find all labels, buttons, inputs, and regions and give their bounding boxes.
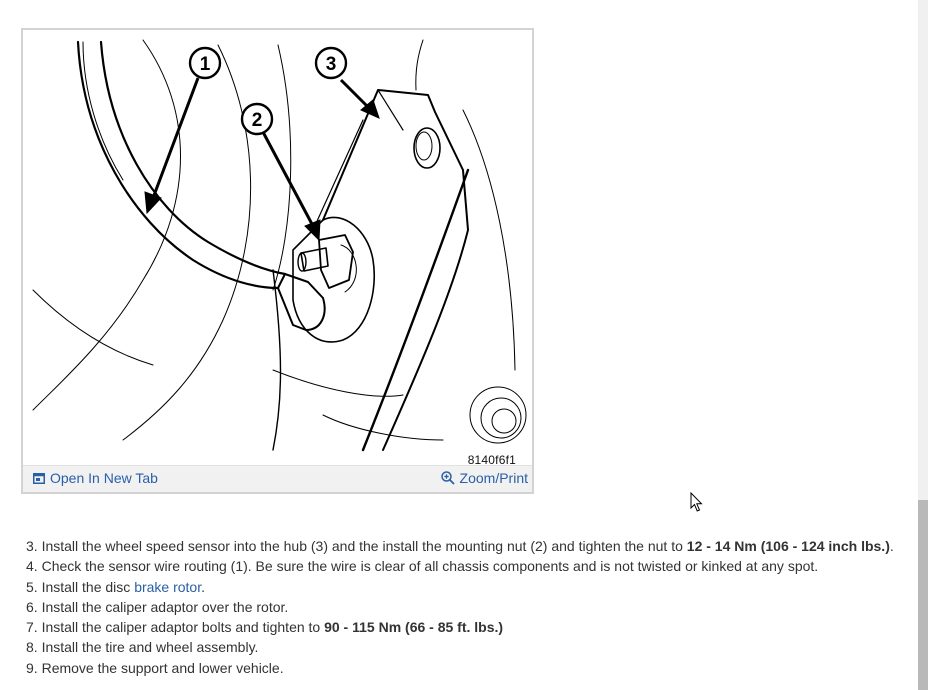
open-in-new-tab-link[interactable]: Open In New Tab (33, 470, 158, 486)
step-number: 9. (26, 659, 38, 676)
svg-text:1: 1 (200, 54, 211, 75)
step-number: 7. (26, 619, 38, 636)
callout-3: 3 (314, 46, 348, 80)
step-text: Install the caliper adaptor over the rot… (41, 598, 289, 615)
brake-rotor-link[interactable]: brake rotor (134, 578, 202, 595)
instruction-steps: 3. Install the wheel speed sensor into t… (26, 536, 894, 678)
figure-code: 8140f6f1 (467, 453, 516, 467)
step-text: Check the sensor wire routing (1). Be su… (41, 558, 819, 575)
step-number: 5. (26, 578, 38, 595)
zoom-in-icon (440, 471, 455, 485)
step-text: Install the wheel speed sensor into the … (41, 538, 687, 554)
step-item: 7. Install the caliper adaptor bolts and… (26, 617, 894, 637)
step-item: 5. Install the disc brake rotor. (26, 577, 894, 597)
scrollbar-track[interactable] (918, 0, 928, 690)
step-number: 3. (26, 538, 38, 554)
open-new-tab-icon (33, 472, 45, 484)
step-text: Remove the support and lower vehicle. (41, 659, 284, 676)
mouse-pointer-icon (690, 491, 704, 518)
step-item: 8. Install the tire and wheel assembly. (26, 637, 894, 657)
step-item: 4. Check the sensor wire routing (1). Be… (26, 556, 894, 576)
step-number: 6. (26, 598, 38, 615)
torque-spec: 12 - 14 Nm (106 - 124 inch lbs.) (686, 538, 890, 554)
step-text: . (201, 578, 206, 595)
svg-text:3: 3 (326, 54, 337, 75)
svg-text:2: 2 (252, 110, 263, 131)
wheel-speed-sensor-diagram: 1 2 3 (32, 39, 527, 452)
scrollbar-thumb[interactable] (918, 500, 928, 690)
step-text: Install the disc (41, 578, 135, 595)
step-text: . (889, 538, 894, 554)
step-item: 9. Remove the support and lower vehicle. (26, 658, 894, 678)
step-item: 6. Install the caliper adaptor over the … (26, 597, 894, 617)
step-number: 4. (26, 558, 38, 575)
zoom-print-link[interactable]: Zoom/Print (440, 470, 528, 486)
step-text: Install the caliper adaptor bolts and ti… (41, 619, 325, 636)
step-item: 3. Install the wheel speed sensor into t… (26, 536, 894, 556)
zoom-print-label: Zoom/Print (459, 470, 528, 486)
figure-toolbar: Open In New Tab Zoom/Print (23, 465, 532, 492)
callout-1: 1 (188, 46, 222, 80)
figure-container: 1 2 3 8140f6f1 Open In New Tab (21, 28, 534, 494)
step-text: Install the tire and wheel assembly. (41, 639, 259, 656)
open-in-new-tab-label: Open In New Tab (50, 470, 158, 486)
step-number: 8. (26, 639, 38, 656)
torque-spec: 90 - 115 Nm (66 - 85 ft. lbs.) (324, 619, 504, 636)
callout-2: 2 (240, 102, 274, 136)
